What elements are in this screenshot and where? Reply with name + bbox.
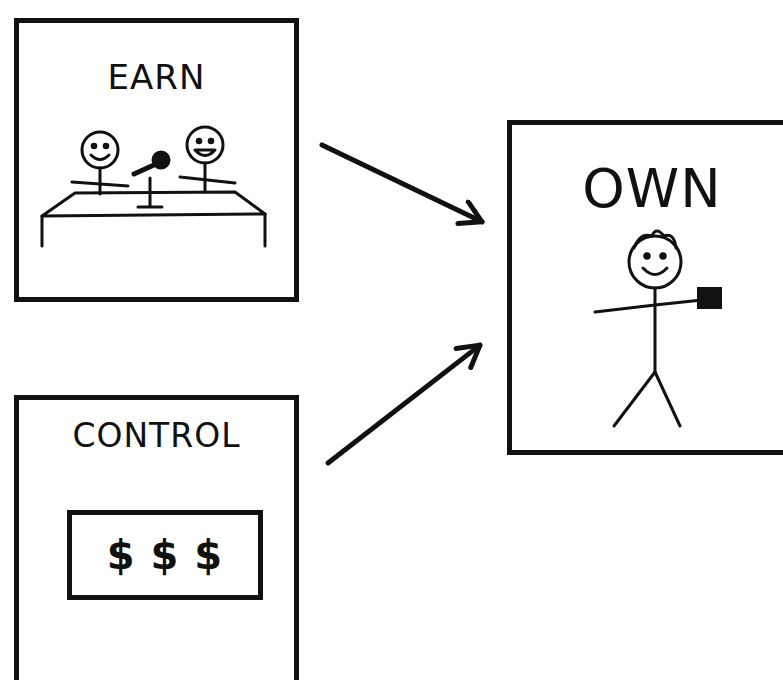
microphone-icon [134, 152, 169, 207]
labeled-box: $ $ $ [67, 510, 263, 600]
box-title: CONTROL [19, 418, 294, 454]
arrow-connector [322, 145, 482, 222]
labeled-box: CONTROL $ $ $ [14, 395, 299, 680]
labeled-box: EARN [14, 18, 299, 302]
box-title: EARN [19, 59, 294, 96]
stick-figure [180, 127, 235, 192]
connector-layer [322, 145, 482, 463]
arrow-connector [328, 345, 480, 463]
labeled-box: OWN [507, 120, 783, 455]
stick-figure [595, 231, 722, 426]
table-drawing [42, 192, 265, 246]
box-title: OWN [512, 159, 783, 218]
box-title: $ $ $ [107, 533, 223, 577]
stick-figure [72, 132, 128, 194]
held-object [697, 287, 722, 309]
